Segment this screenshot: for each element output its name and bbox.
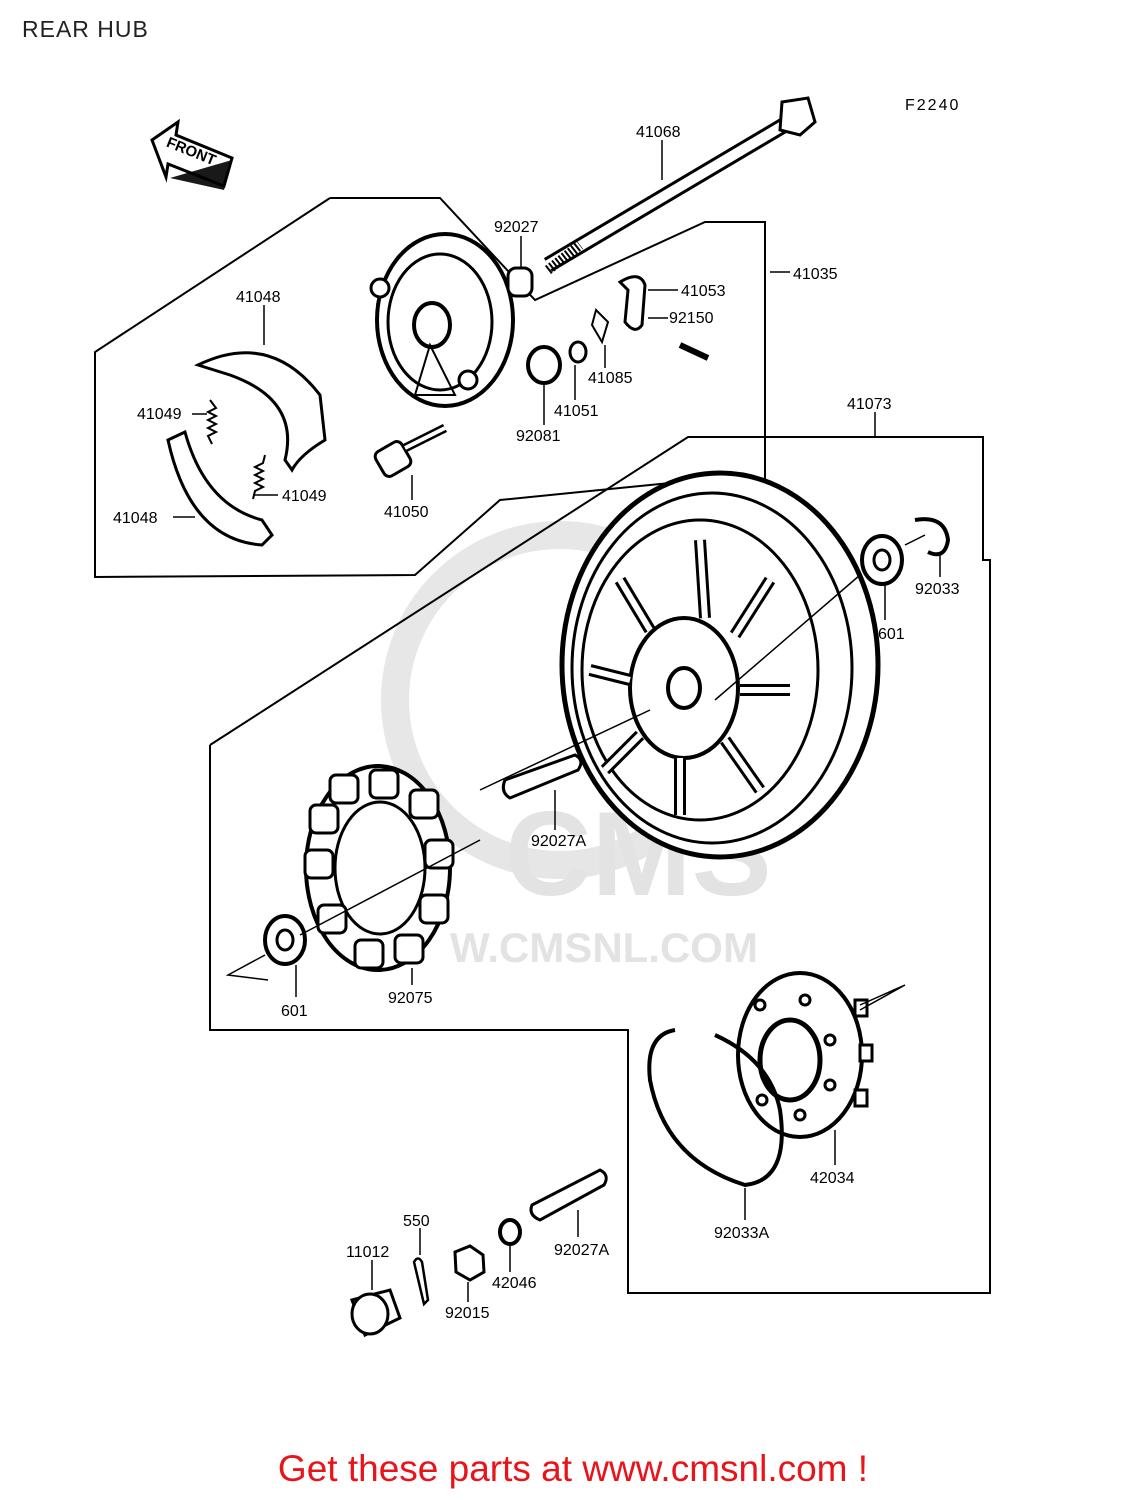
- label-92033: 92033: [915, 581, 960, 598]
- distance-collar-bottom: [529, 1168, 608, 1222]
- part-labels: 41068 92027 41035 41053 92150 41048 4108…: [113, 124, 960, 1322]
- distance-collar-mid: [501, 753, 583, 800]
- large-circlip: [647, 1028, 784, 1188]
- footer-link[interactable]: Get these parts at www.cmsnl.com !: [277, 1448, 869, 1489]
- label-41049-bottom: 41049: [282, 488, 327, 505]
- label-42034: 42034: [810, 1170, 855, 1187]
- lever-bolt: [678, 342, 710, 361]
- label-92027A-bottom: 92027A: [554, 1242, 609, 1259]
- indicator: [590, 308, 610, 345]
- watermark-url: W.CMSNL.COM: [450, 924, 758, 971]
- exploded-parts-diagram: CMS W.CMSNL.COM F2240 FRONT: [94, 96, 991, 1338]
- collar: [506, 266, 534, 298]
- figure-code: F2240: [905, 97, 960, 114]
- label-550: 550: [403, 1213, 430, 1230]
- rear-wheel: [559, 470, 881, 860]
- sprocket-coupling: [736, 971, 874, 1139]
- bearing-right: [860, 534, 904, 586]
- brake-seal: [526, 345, 562, 385]
- label-92075: 92075: [388, 990, 433, 1007]
- label-92015: 92015: [445, 1305, 490, 1322]
- label-92027A-mid: 92027A: [531, 833, 586, 850]
- label-41051: 41051: [554, 403, 599, 420]
- label-41050: 41050: [384, 504, 429, 521]
- label-92027: 92027: [494, 219, 539, 236]
- brake-shoe-top: [193, 351, 327, 473]
- brake-lever: [617, 275, 647, 331]
- wheel-group-outline: [209, 436, 991, 1294]
- label-601-top: 601: [878, 626, 905, 643]
- brake-springs: [205, 399, 266, 500]
- label-42046: 42046: [492, 1275, 537, 1292]
- cotter-pin: [412, 1257, 430, 1307]
- label-41049-top: 41049: [137, 406, 182, 423]
- label-41048-bottom: 41048: [113, 510, 158, 527]
- washer-bottom: [498, 1218, 522, 1246]
- page-title: REAR HUB: [22, 16, 149, 42]
- label-92150: 92150: [669, 310, 714, 327]
- axle-nut: [453, 1244, 486, 1282]
- front-arrow-icon: FRONT: [150, 118, 234, 190]
- brake-shoe-bottom: [166, 429, 274, 547]
- label-92081: 92081: [516, 428, 561, 445]
- label-41053: 41053: [681, 283, 726, 300]
- leader-lines: [173, 140, 941, 1302]
- brake-panel: [369, 232, 515, 408]
- label-41048-top: 41048: [236, 289, 281, 306]
- circlip-right: [914, 517, 951, 557]
- label-41073: 41073: [847, 396, 892, 413]
- label-92033A: 92033A: [714, 1225, 769, 1242]
- centerline-upper: [714, 574, 861, 701]
- label-41035: 41035: [793, 266, 838, 283]
- axle: [543, 96, 817, 274]
- brake-cam: [373, 423, 448, 478]
- label-11012: 11012: [346, 1244, 389, 1261]
- label-41068: 41068: [636, 124, 681, 141]
- label-41085: 41085: [588, 370, 633, 387]
- washer: [568, 340, 588, 364]
- axle-cap: [350, 1288, 402, 1338]
- label-601-bottom: 601: [281, 1003, 308, 1020]
- hub-damper: [303, 764, 455, 972]
- bearing-left: [263, 914, 307, 966]
